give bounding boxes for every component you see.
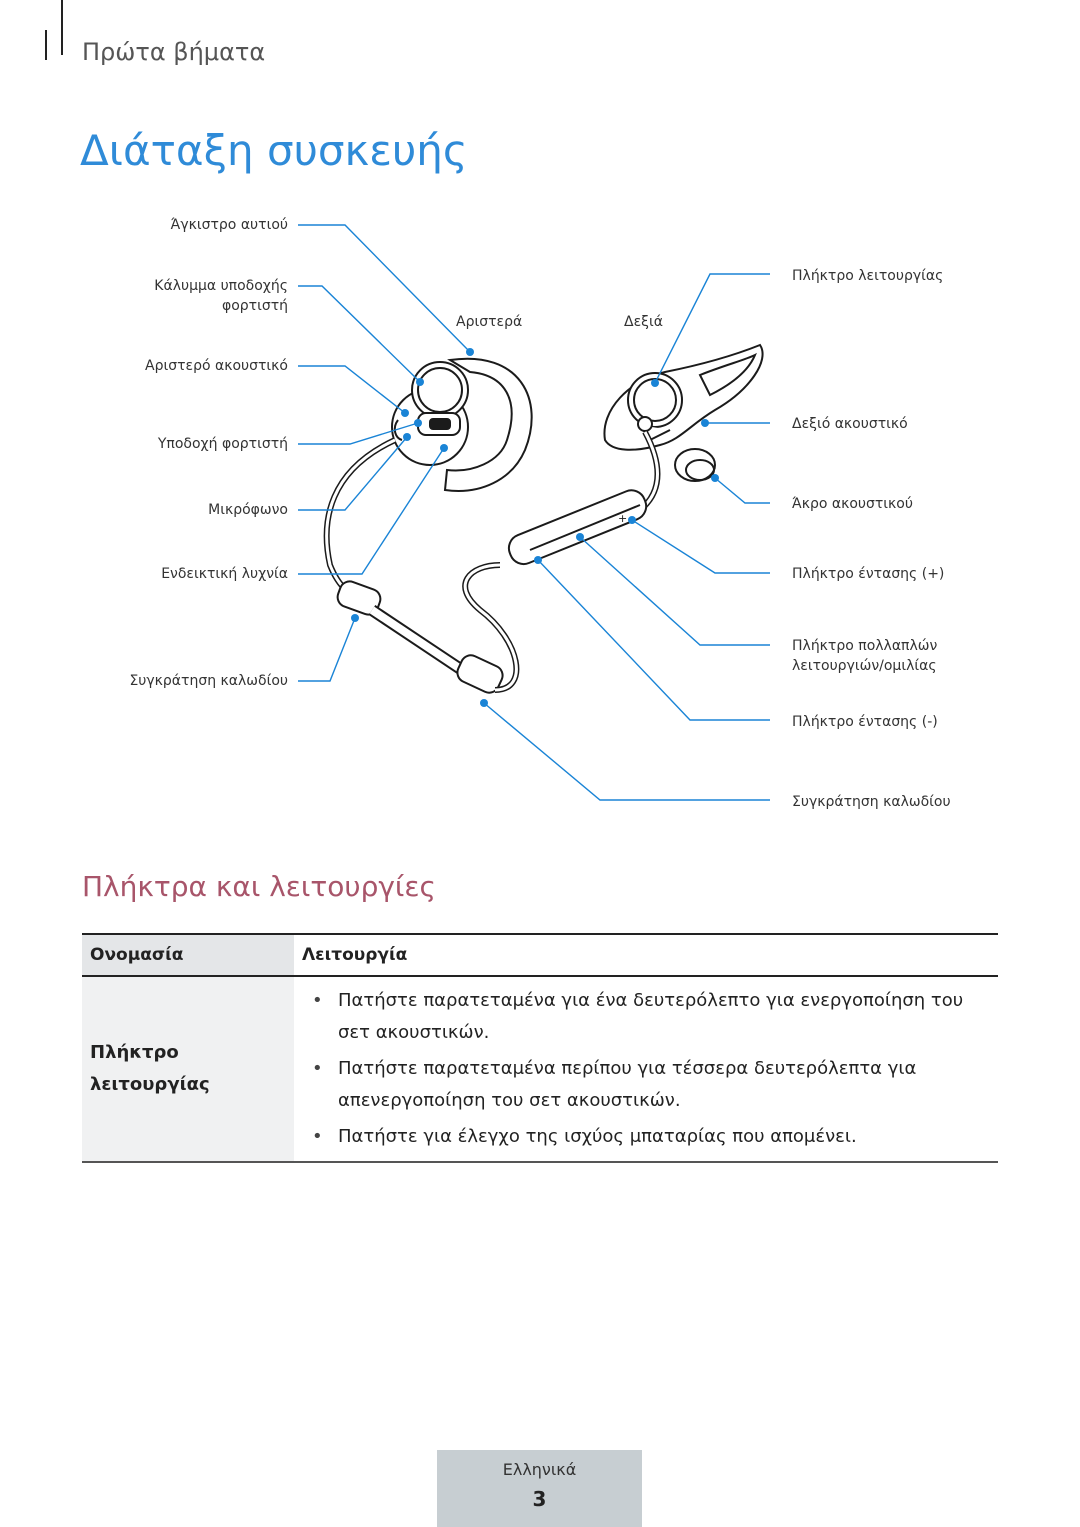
label-charger-cover-2: φορτιστή: [222, 298, 288, 314]
leader-lines: [298, 224, 770, 801]
svg-text:+: +: [618, 512, 627, 525]
label-cable-clip-right: Συγκράτηση καλωδίου: [792, 794, 951, 810]
function-list: Πατήστε παρατεταμένα για ένα δευτερόλεπτ…: [312, 985, 998, 1153]
label-volume-up: Πλήκτρο έντασης (+): [792, 566, 944, 582]
label-volume-down: Πλήκτρο έντασης (-): [792, 714, 938, 730]
label-left-earpiece: Αριστερό ακουστικό: [145, 358, 288, 374]
label-side-left: Αριστερά: [456, 314, 522, 330]
label-charger-cover-1: Κάλυμμα υποδοχής: [154, 278, 288, 294]
label-charger-port: Υποδοχή φορτιστή: [157, 436, 288, 452]
label-ear-hook: Άγκιστρο αυτιού: [171, 217, 288, 233]
function-item: Πατήστε παρατεταμένα περίπου για τέσσερα…: [312, 1053, 998, 1117]
functions-table: Ονομασία Λειτουργία Πλήκτρο λειτουργίας …: [82, 933, 998, 1163]
label-right-earpiece: Δεξιό ακουστικό: [792, 416, 908, 432]
label-microphone: Μικρόφωνο: [208, 502, 288, 518]
footer-badge: Ελληνικά 3: [437, 1450, 642, 1527]
row-function: Πατήστε παρατεταμένα για ένα δευτερόλεπτ…: [294, 976, 998, 1163]
section-label: Πρώτα βήματα: [82, 38, 266, 66]
table-row: Πλήκτρο λειτουργίας Πατήστε παρατεταμένα…: [82, 976, 998, 1163]
label-multifunction-2: λειτουργιών/ομιλίας: [792, 658, 937, 674]
footer-language: Ελληνικά: [502, 1460, 577, 1479]
function-item: Πατήστε παρατεταμένα για ένα δευτερόλεπτ…: [312, 985, 998, 1049]
label-function-key: Πλήκτρο λειτουργίας: [792, 268, 943, 284]
label-side-right: Δεξιά: [624, 314, 663, 330]
label-multifunction-1: Πλήκτρο πολλαπλών: [792, 638, 937, 654]
left-earpiece-illustration: [323, 357, 533, 694]
function-item: Πατήστε για έλεγχο της ισχύος μπαταρίας …: [312, 1121, 998, 1153]
leader-dots: [351, 348, 719, 707]
label-ear-tip: Άκρο ακουστικού: [792, 496, 913, 512]
header-rule: [61, 0, 63, 55]
header-rule-short: [45, 30, 47, 60]
row-name: Πλήκτρο λειτουργίας: [82, 976, 294, 1163]
section-subtitle: Πλήκτρα και λειτουργίες: [82, 870, 436, 903]
header-function: Λειτουργία: [294, 933, 998, 977]
header-name: Ονομασία: [82, 933, 294, 977]
label-cable-clip-left: Συγκράτηση καλωδίου: [129, 673, 288, 689]
page-title: Διάταξη συσκευής: [80, 126, 468, 175]
page-number: 3: [532, 1487, 547, 1511]
label-indicator-light: Ενδεικτική λυχνία: [161, 566, 288, 582]
table-header-row: Ονομασία Λειτουργία: [82, 933, 998, 977]
right-earpiece-illustration: +: [507, 343, 764, 566]
device-layout-diagram: + Άγκιστρο αυτιού Κάλυμμα υποδοχή: [129, 217, 951, 810]
